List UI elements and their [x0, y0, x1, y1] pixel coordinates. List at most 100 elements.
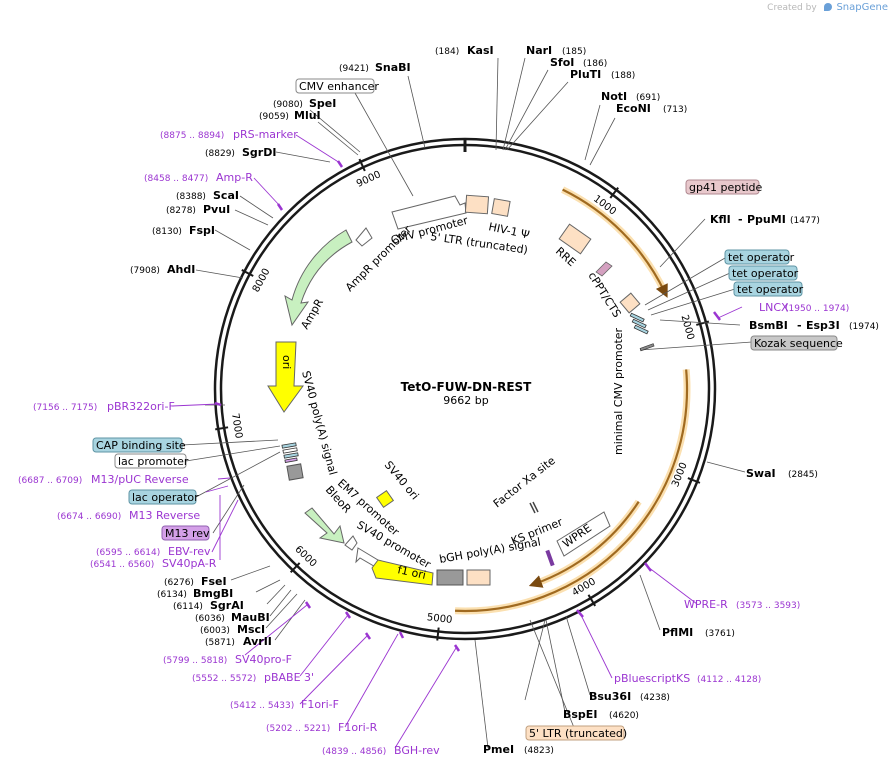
box-lac-promoter: lac promoter: [114, 453, 189, 469]
tick-9000: [358, 158, 366, 172]
enzyme-avrii: (5871)AvrII: [205, 635, 272, 648]
primer-wpre-r: WPRE-R(3573 .. 3593): [684, 598, 800, 611]
svg-text:tet operator: tet operator: [737, 283, 804, 296]
label-ori: ori: [280, 355, 293, 369]
box-cmv-enhancer: CMV enhancer: [295, 78, 379, 94]
primer-pbluescriptks: pBluescriptKS(4112 .. 4128): [614, 672, 761, 685]
enzyme-spei: (9080)SpeI: [273, 97, 336, 110]
label-ampr-promoter: AmpR promoter: [343, 223, 414, 294]
orf-arc-3: [528, 501, 640, 588]
ltr-box-left: [464, 194, 490, 215]
hiv-psi-box: [491, 198, 511, 217]
primer-f1ori-r: (5202 .. 5221)F1ori-R: [266, 721, 378, 734]
svg-text:tet operator: tet operator: [732, 267, 799, 280]
enzyme-msci: (6003)MscI: [200, 623, 265, 636]
svg-text:lac promoter: lac promoter: [118, 455, 189, 468]
tick-4000: [587, 594, 597, 607]
enzyme-sgrai: (6114)SgrAI: [173, 599, 244, 612]
svg-text:M13 rev: M13 rev: [165, 527, 210, 540]
f1-ori-arrow: [371, 559, 434, 586]
primer-m13-puc: (6687 .. 6709)M13/pUC Reverse: [18, 473, 189, 486]
tick-5000: [436, 627, 440, 641]
label-sv40-polya: SV40 poly(A) signal: [299, 369, 339, 476]
rre-box: [558, 223, 592, 255]
enzyme-nari: NarI(185): [526, 44, 586, 57]
factor-xa-mark: [529, 502, 536, 514]
ampr-promoter-arrow: [355, 227, 373, 247]
box-tet-operator-1: tet operator: [724, 249, 795, 265]
tick-3000: [687, 477, 701, 484]
leader-lines: [181, 57, 753, 749]
enzyme-swai: SwaI(2845): [746, 467, 818, 480]
box-gp41: gp41 peptide: [685, 179, 763, 195]
svg-text:CMV enhancer: CMV enhancer: [299, 80, 379, 93]
enzyme-labels: (184)KasI NarI(185) SfoI(186) PluTI(188)…: [130, 44, 879, 756]
primer-ebv-rev: (6595 .. 6614)EBV-rev: [96, 545, 211, 558]
box-m13-rev: M13 rev: [161, 525, 210, 541]
primer-labels: LNCX(1950 .. 1974) WPRE-R(3573 .. 3593) …: [18, 128, 849, 757]
em7-promoter-arrow: [344, 535, 358, 551]
orf-arc-2: [454, 369, 689, 613]
tick-label-7000: 7000: [229, 413, 244, 440]
enzyme-mlui: (9059)MluI: [259, 109, 321, 122]
svg-text:tet operator: tet operator: [728, 251, 795, 264]
inner-features: [267, 194, 655, 586]
bgh-polya-box: [436, 569, 464, 586]
boxed-labels: CMV enhancer gp41 peptide tet operator t…: [92, 78, 843, 741]
tick-8000: [241, 269, 254, 277]
box-cap-binding: CAP binding site: [92, 437, 186, 453]
label-ampr: AmpR: [298, 296, 326, 331]
ltr-box-bottom: [466, 569, 491, 586]
enzyme-pmei: PmeI(4823): [483, 743, 554, 756]
svg-text:5' LTR (truncated): 5' LTR (truncated): [529, 727, 627, 740]
primer-bgh-rev: (4839 .. 4856)BGH-rev: [322, 744, 440, 757]
enzyme-maubi: (6036)MauBI: [195, 611, 270, 624]
enzyme-ahdi: (7908)AhdI: [130, 263, 195, 276]
tick-1000: [609, 187, 619, 199]
enzyme-pvui: (8278)PvuI: [166, 203, 230, 216]
box-kozak: Kozak sequence: [750, 335, 843, 351]
cmv-promoter-arrow: [391, 195, 467, 230]
primer-lines: [171, 134, 743, 749]
primer-prs-marker: (8875 .. 8894)pRS-marker: [160, 128, 298, 141]
enzyme-fsei: (6276)FseI: [164, 575, 227, 588]
plasmid-name: TetO-FUW-DN-REST: [401, 380, 533, 394]
primer-amp-r: (8458 .. 8477)Amp-R: [144, 171, 253, 184]
primer-lncx: LNCX(1950 .. 1974): [759, 301, 849, 314]
tick-2000: [696, 320, 710, 326]
tick-label-2000: 2000: [678, 314, 695, 341]
primer-sv40pro-f: (5799 .. 5818)SV40pro-F: [163, 653, 292, 666]
enzyme-pflmi: PflMI(3761): [662, 626, 735, 639]
enzyme-bsu36i: Bsu36I(4238): [589, 690, 670, 703]
cppt-marker: [595, 261, 613, 277]
kozak-mark: [639, 343, 655, 352]
tick-label-9000: 9000: [355, 169, 383, 190]
svg-text:CAP binding site: CAP binding site: [96, 439, 186, 452]
enzyme-kfli: KflI-PpuMI(1477): [710, 213, 820, 226]
tick-label-5000: 5000: [426, 612, 453, 626]
primer-sv40pa-r: (6541 .. 6560)SV40pA-R: [90, 557, 217, 570]
primer-f1ori-f: (5412 .. 5433)F1ori-F: [230, 698, 339, 711]
enzyme-fspi: (8130)FspI: [152, 224, 215, 237]
enzyme-snabi: (9421)SnaBI: [339, 61, 411, 74]
enzyme-pluti: PluTI(188): [570, 68, 635, 81]
svg-text:lac operator: lac operator: [132, 491, 199, 504]
primer-pbabe3: (5552 .. 5572)pBABE 3': [192, 671, 314, 684]
svg-text:gp41 peptide: gp41 peptide: [689, 181, 763, 194]
wpre-arrow: [556, 511, 611, 557]
bleor-arrow: [304, 507, 345, 544]
enzyme-bsmbi: BsmBI-Esp3I(1974): [749, 319, 879, 332]
label-factor-xa: Factor Xa site: [491, 454, 558, 510]
plasmid-size: 9662 bp: [443, 394, 488, 407]
snapgene-credit: Created by SnapGene: [767, 2, 888, 13]
box-tet-operator-2: tet operator: [728, 265, 799, 281]
sv40-polya-box: [286, 463, 304, 481]
tick-label-8000: 8000: [251, 267, 273, 295]
credit-brand: SnapGene: [836, 2, 888, 13]
cppt-box: [619, 292, 641, 314]
box-tet-operator-3: tet operator: [733, 281, 804, 297]
svg-text:Kozak sequence: Kozak sequence: [754, 337, 843, 350]
enzyme-bmgbi: (6134)BmgBI: [157, 587, 233, 600]
ori-arrow: [267, 341, 304, 413]
